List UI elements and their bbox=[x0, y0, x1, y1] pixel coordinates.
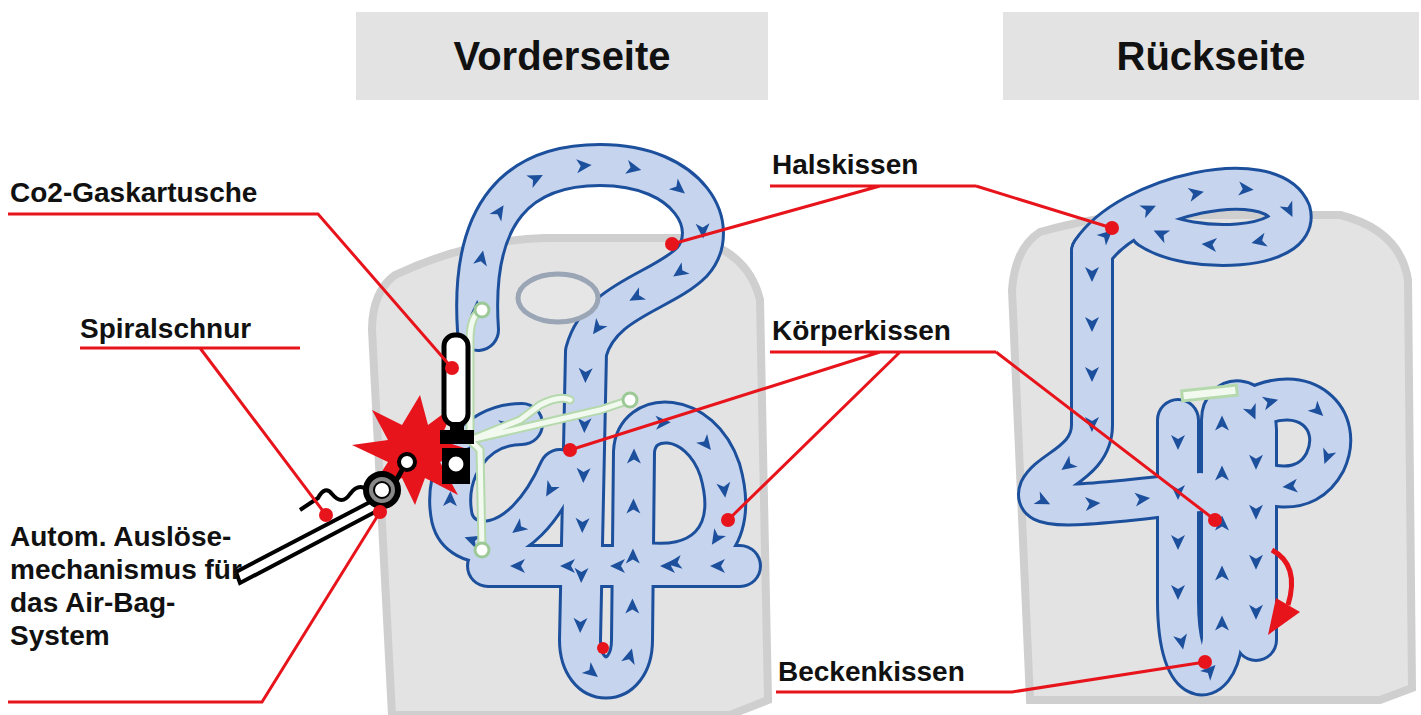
flow-arrowhead bbox=[610, 559, 625, 573]
flow-arrowhead bbox=[1262, 393, 1280, 410]
part-name: Spiralschnur bbox=[80, 313, 251, 344]
heading-text: Vorderseite bbox=[453, 34, 670, 79]
neck-opening bbox=[518, 274, 598, 322]
flow-arrowhead bbox=[1250, 233, 1268, 250]
flow-arrowhead bbox=[1249, 555, 1263, 570]
flow-arrowhead bbox=[626, 498, 640, 513]
flow-arrowhead bbox=[510, 559, 525, 573]
flow-arrowhead bbox=[1034, 491, 1054, 510]
heading-band: Rückseite bbox=[1003, 12, 1419, 100]
gas-line-back bbox=[1182, 385, 1238, 401]
flow-arrowhead bbox=[1249, 455, 1263, 470]
flow-arrowhead bbox=[1085, 267, 1099, 282]
flow-arrowhead bbox=[1215, 616, 1229, 631]
flow-arrowhead bbox=[625, 160, 643, 177]
flow-arrowhead bbox=[696, 434, 716, 454]
trigger-mechanism bbox=[236, 454, 415, 583]
gas-lines bbox=[470, 303, 637, 557]
flow-arrowhead bbox=[573, 618, 587, 633]
flow-arrowhead bbox=[1139, 199, 1158, 218]
flow-arrowhead bbox=[1085, 496, 1101, 511]
flow-arrowhead bbox=[1134, 491, 1150, 507]
flow-arrowhead bbox=[1280, 200, 1299, 220]
flow-arrowhead bbox=[669, 179, 689, 199]
co2-cartridge bbox=[440, 335, 474, 484]
heading-band: Vorderseite bbox=[356, 12, 768, 100]
flow-arrowhead bbox=[1282, 479, 1298, 494]
flow-arrowhead bbox=[1201, 237, 1217, 252]
leader-dots bbox=[319, 221, 1222, 669]
flow-arrow bbox=[1268, 550, 1300, 635]
flow-arrowhead bbox=[1171, 535, 1185, 550]
flow-arrowhead bbox=[1215, 566, 1229, 581]
heading-text: Rückseite bbox=[1117, 34, 1306, 79]
flow-arrowhead bbox=[577, 418, 591, 433]
flow-arrowhead bbox=[1173, 634, 1190, 652]
flow-arrowhead bbox=[710, 559, 725, 573]
cushion-outline bbox=[488, 544, 740, 588]
air-cushion bbox=[1092, 189, 1291, 252]
part-name: Autom. Auslöse- mechanismus für das Air-… bbox=[10, 521, 242, 651]
part-name: Halskissen bbox=[772, 149, 918, 180]
leader-lines bbox=[8, 186, 1215, 702]
flow-arrowhead bbox=[578, 368, 592, 383]
flow-arrowhead bbox=[1215, 466, 1229, 481]
flow-arrowhead bbox=[576, 468, 590, 483]
flow-arrowhead bbox=[1188, 185, 1206, 202]
flow-arrowhead bbox=[1249, 605, 1263, 620]
callout-label: Co2-Gaskartusche bbox=[10, 176, 320, 209]
flow-arrowhead bbox=[1215, 416, 1229, 431]
air-cushion bbox=[1236, 400, 1330, 487]
flow-arrowhead bbox=[626, 287, 646, 307]
flow-arrowhead bbox=[508, 518, 528, 538]
callout-label: Beckenkissen bbox=[778, 655, 1018, 688]
callout-label: Halskissen bbox=[772, 148, 992, 181]
flow-arrowhead bbox=[716, 482, 732, 499]
flow-arrowhead bbox=[587, 318, 607, 338]
flow-arrowhead bbox=[706, 528, 726, 548]
flow-arrowhead bbox=[575, 518, 589, 533]
flow-arrowhead bbox=[1057, 456, 1077, 476]
cushion-outline bbox=[1178, 401, 1256, 674]
flow-arrowhead bbox=[1151, 224, 1170, 243]
flow-arrowhead bbox=[621, 647, 638, 665]
flow-arrowhead bbox=[1318, 448, 1336, 467]
part-name: Co2-Gaskartusche bbox=[10, 177, 257, 208]
flow-arrowhead bbox=[576, 158, 592, 173]
flow-arrowhead bbox=[560, 559, 575, 573]
flow-arrowhead bbox=[625, 598, 639, 613]
flow-arrowhead bbox=[582, 662, 602, 682]
flow-arrowhead bbox=[627, 448, 641, 463]
flow-arrowhead bbox=[1171, 585, 1185, 600]
flow-arrowhead bbox=[626, 548, 640, 563]
part-name: Körperkissen bbox=[772, 315, 951, 346]
jacket-back bbox=[1012, 215, 1412, 700]
callout-label: Körperkissen bbox=[772, 314, 1012, 347]
air-cushion bbox=[1178, 401, 1256, 674]
flow-arrowhead bbox=[1085, 367, 1099, 382]
flow-arrowhead bbox=[574, 568, 588, 583]
cushion-outline bbox=[1092, 189, 1291, 252]
callout-label: Autom. Auslöse- mechanismus für das Air-… bbox=[10, 520, 260, 652]
flow-arrowhead bbox=[1308, 401, 1329, 421]
flow-arrowhead bbox=[1085, 317, 1099, 332]
flow-arrowhead bbox=[669, 262, 689, 282]
flow-arrowhead bbox=[1171, 435, 1185, 450]
air-cushion bbox=[488, 547, 740, 585]
flow-arrowhead bbox=[1243, 403, 1262, 422]
flow-arrowhead bbox=[1249, 505, 1263, 520]
flow-arrowhead bbox=[473, 249, 490, 267]
flow-arrowhead bbox=[490, 201, 510, 221]
part-name: Beckenkissen bbox=[778, 656, 965, 687]
flow-arrowhead bbox=[660, 559, 675, 573]
flow-arrowhead bbox=[1238, 182, 1254, 197]
callout-label: Spiralschnur bbox=[80, 312, 320, 345]
flow-arrowhead bbox=[526, 169, 546, 188]
flow-arrowhead bbox=[540, 480, 560, 500]
